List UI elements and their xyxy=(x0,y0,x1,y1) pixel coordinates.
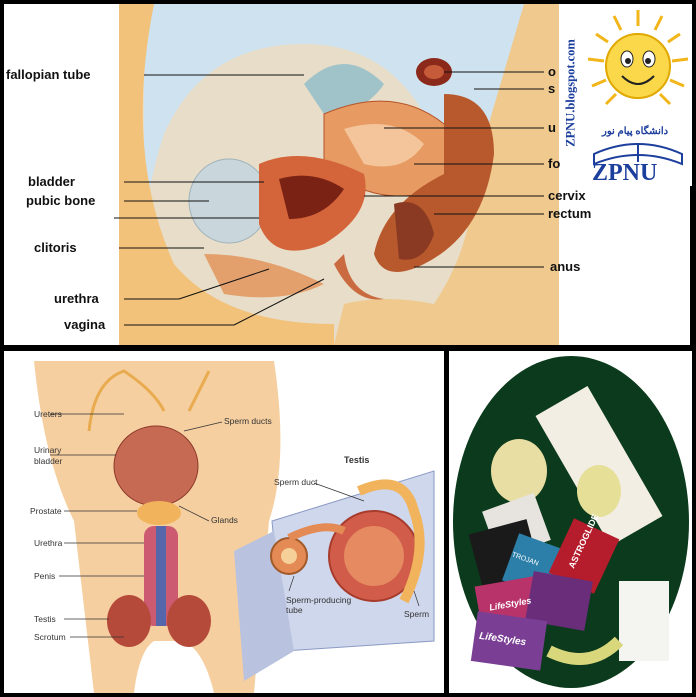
label-urinary-bladder: Urinary bladder xyxy=(34,445,63,466)
label-penis: Penis xyxy=(34,571,56,581)
label-fo: fo xyxy=(548,156,561,171)
zpnu-logo: دانشگاه پیام نور ZPNU xyxy=(582,4,692,186)
male-anatomy-panel: Ureters Urinary bladder Prostate Urethra… xyxy=(4,351,444,693)
label-ureters: Ureters xyxy=(34,409,62,419)
label-pubic-bone: pubic bone xyxy=(26,193,96,208)
label-clitoris: clitoris xyxy=(34,240,77,255)
label-rectum: rectum xyxy=(548,206,592,221)
label-vagina: vagina xyxy=(64,317,106,332)
label-anus: anus xyxy=(550,259,581,274)
label-sperm-duct: Sperm duct xyxy=(274,477,318,487)
inset-title: Testis xyxy=(344,455,370,465)
label-sperm-ducts: Sperm ducts xyxy=(224,416,272,426)
label-sperm: Sperm xyxy=(404,609,430,619)
blog-url-strip: ZPNU.blogspot.com xyxy=(560,4,582,182)
label-sperm-producing-tube: Sperm-producing tube xyxy=(286,595,352,615)
label-ovary: o xyxy=(548,64,556,79)
contraceptives-photo-panel: ASTROGLIDE TROJAN LifeStyles LifeStyles xyxy=(449,351,692,693)
label-glands: Glands xyxy=(211,515,238,525)
label-urethra-male: Urethra xyxy=(34,538,63,548)
zpnu-logo-text: ZPNU xyxy=(592,160,658,186)
female-anatomy-illustration xyxy=(114,4,559,345)
label-s: s xyxy=(548,81,556,96)
university-name: دانشگاه پیام نور xyxy=(602,126,669,137)
label-bladder: bladder xyxy=(28,174,75,189)
label-scrotum: Scrotum xyxy=(34,632,66,642)
label-urethra: urethra xyxy=(54,291,99,306)
blog-url: ZPNU.blogspot.com xyxy=(563,39,578,147)
male-anatomy-illustration xyxy=(4,351,444,693)
label-prostate: Prostate xyxy=(30,506,62,516)
sun-face-logo-icon xyxy=(587,10,689,166)
contraceptives-photo xyxy=(453,356,689,688)
label-fallopian-tube: fallopian tube xyxy=(6,67,91,82)
label-testis: Testis xyxy=(34,614,56,624)
label-cervix: cervix xyxy=(548,188,586,203)
label-uterus: u xyxy=(548,120,556,135)
female-anatomy-panel: fallopian tube bladder pubic bone clitor… xyxy=(4,4,690,345)
